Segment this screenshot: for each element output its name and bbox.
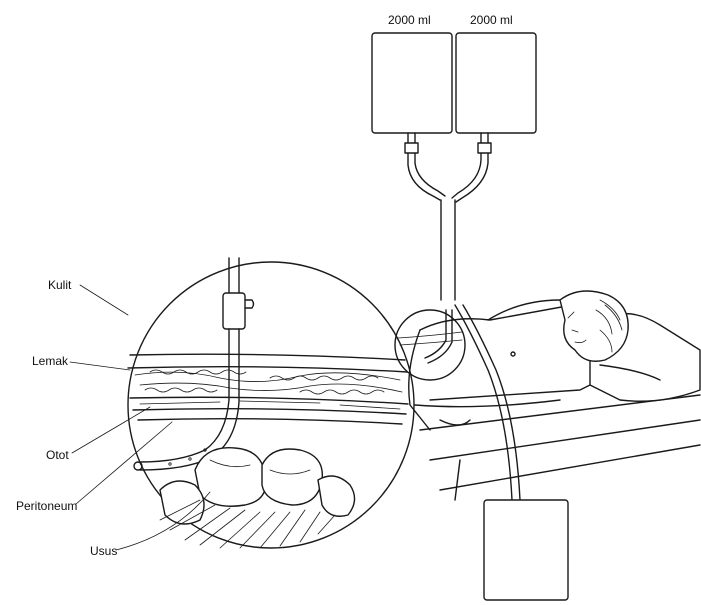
drainage-tube: [455, 305, 520, 500]
drainage-bag: [484, 500, 568, 600]
peritoneum-label-text: Peritoneum: [16, 499, 77, 513]
insertion-site-inset: [395, 310, 465, 380]
intestines: [160, 448, 355, 548]
label-lemak: Lemak: [32, 354, 130, 370]
dialysate-bag-left: 2000 ml: [372, 13, 452, 133]
dialysate-bag-right: 2000 ml: [456, 13, 536, 133]
kulit-label-text: Kulit: [48, 278, 72, 292]
catheter: [134, 258, 254, 470]
magnified-cross-section: [128, 258, 414, 548]
label-kulit: Kulit: [48, 278, 128, 315]
y-tubing: [405, 133, 491, 300]
label-peritoneum: Peritoneum: [16, 422, 172, 513]
otot-label-text: Otot: [46, 448, 69, 462]
lemak-label-text: Lemak: [32, 354, 69, 368]
bag-right-volume-label: 2000 ml: [470, 13, 513, 27]
usus-label-text: Usus: [90, 544, 117, 558]
bag-left-volume-label: 2000 ml: [388, 13, 431, 27]
